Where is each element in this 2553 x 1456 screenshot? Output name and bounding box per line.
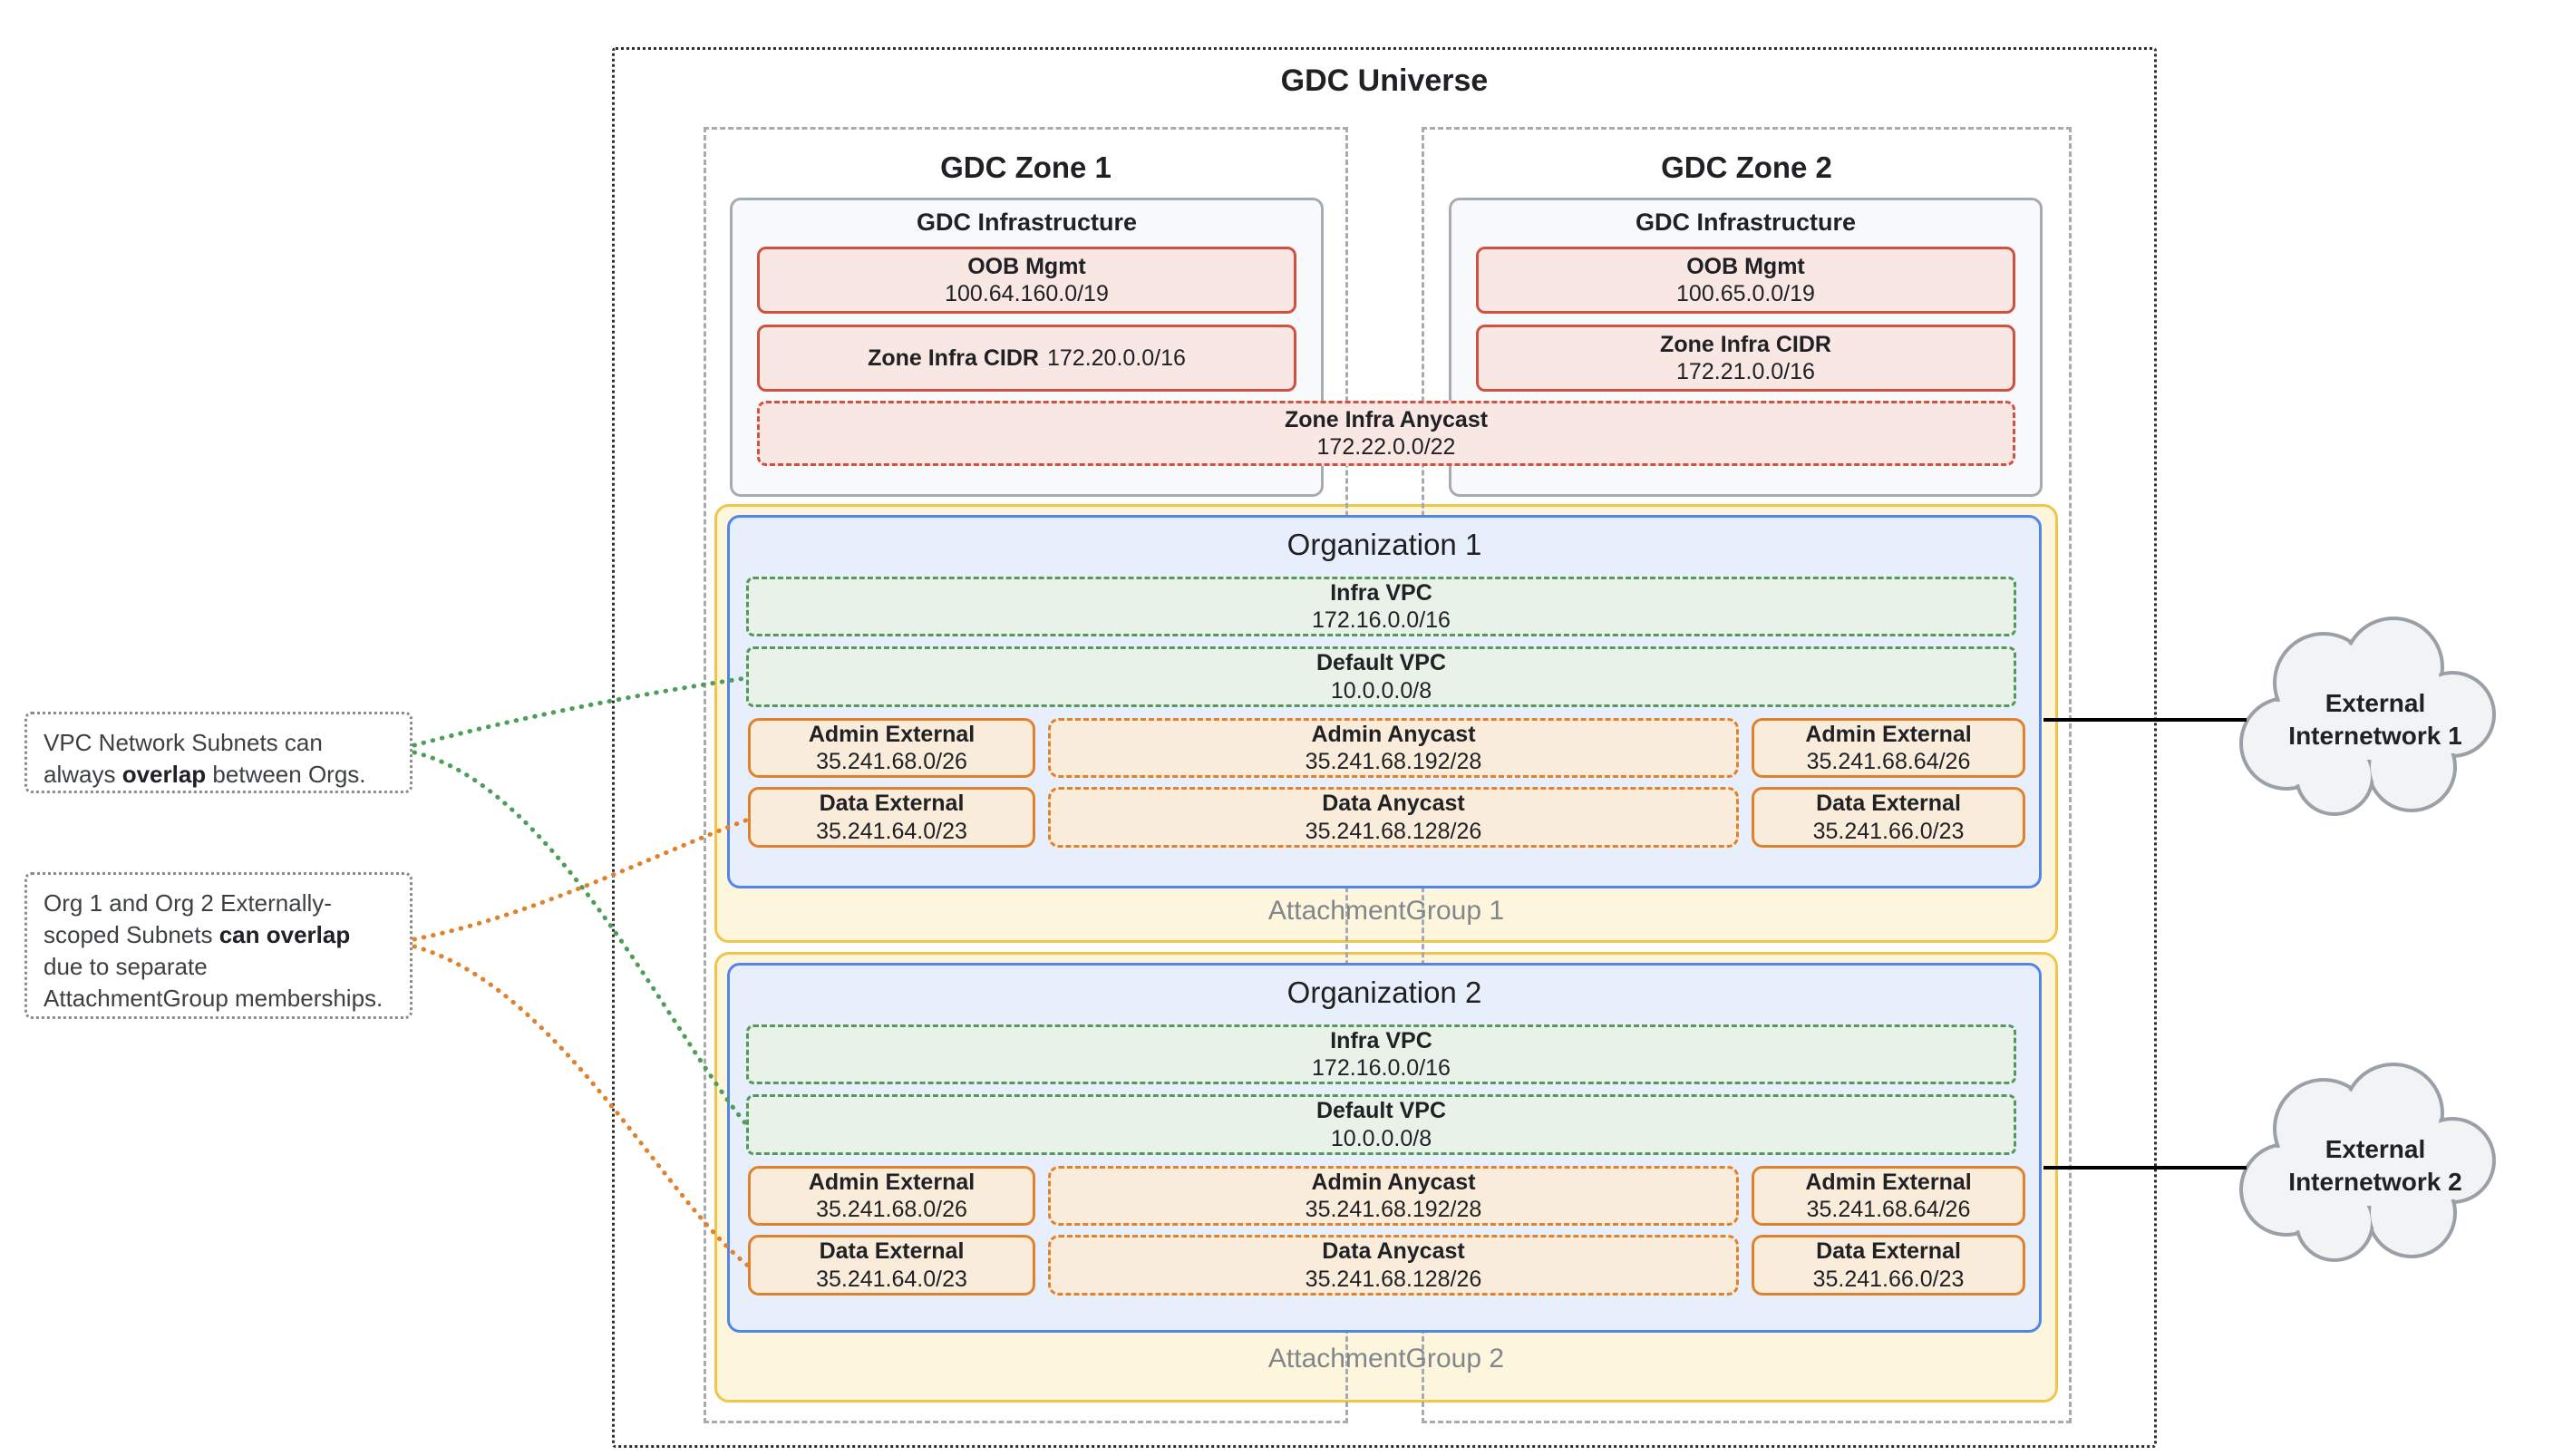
org2-default-vpc-box: Default VPC 10.0.0.0/8 [746, 1094, 2016, 1155]
org2-data-external-right-label: Data External [1816, 1238, 1961, 1264]
org1-default-vpc-label: Default VPC [1315, 650, 1447, 675]
org1-data-external-left-label: Data External [819, 791, 965, 816]
external-internetwork-1-line1: External [2325, 689, 2426, 717]
zone-infra-cidr-2-label: Zone Infra CIDR [1660, 331, 1831, 357]
org2-admin-anycast-cidr: 35.241.68.192/28 [1305, 1197, 1482, 1222]
org2-infra-vpc-label: Infra VPC [1330, 1027, 1432, 1053]
org1-data-external-right-cidr: 35.241.66.0/23 [1812, 818, 1965, 844]
org2-admin-external-right-cidr: 35.241.68.64/26 [1806, 1197, 1971, 1222]
zone-infra-anycast-cidr: 172.22.0.0/22 [1316, 434, 1456, 460]
external-internetwork-2-cloud [2221, 1052, 2511, 1278]
external-internetwork-1-cloud [2221, 606, 2511, 832]
external-internetwork-2-line2: Internetwork 2 [2288, 1168, 2462, 1197]
org1-data-external-right-box: Data External 35.241.66.0/23 [1752, 787, 2025, 848]
org2-infra-vpc-cidr: 172.16.0.0/16 [1312, 1055, 1451, 1081]
org2-data-external-left-cidr: 35.241.64.0/23 [816, 1266, 967, 1292]
gdc-infrastructure-2-title: GDC Infrastructure [1635, 209, 1857, 236]
org1-admin-external-right-label: Admin External [1805, 721, 1972, 747]
zone-infra-cidr-1-box: Zone Infra CIDR 172.20.0.0/16 [757, 325, 1296, 392]
annotation-external-overlap: Org 1 and Org 2 Externally-scoped Subnet… [24, 872, 413, 1019]
org1-admin-external-right-box: Admin External 35.241.68.64/26 [1752, 718, 2025, 778]
org1-admin-external-left-cidr: 35.241.68.0/26 [816, 749, 967, 774]
org2-data-anycast-box: Data Anycast 35.241.68.128/26 [1048, 1235, 1739, 1296]
gdc-universe-title: GDC Universe [1280, 63, 1489, 98]
attachment-group-2-label: AttachmentGroup 2 [1267, 1344, 1505, 1373]
org2-data-external-right-cidr: 35.241.66.0/23 [1812, 1266, 1965, 1292]
org2-data-external-left-label: Data External [819, 1238, 965, 1264]
zone-infra-cidr-2-value: 172.21.0.0/16 [1676, 359, 1815, 384]
org1-default-vpc-box: Default VPC 10.0.0.0/8 [746, 646, 2016, 707]
annotation-1-post: between Orgs. [206, 761, 366, 789]
org1-data-external-right-label: Data External [1816, 791, 1961, 816]
org2-admin-external-right-label: Admin External [1805, 1169, 1972, 1195]
external-internetwork-1-line2: Internetwork 1 [2288, 722, 2462, 751]
cloud-icon [2239, 1063, 2496, 1262]
org1-data-anycast-box: Data Anycast 35.241.68.128/26 [1048, 787, 1739, 848]
org1-default-vpc-cidr: 10.0.0.0/8 [1330, 677, 1432, 704]
gdc-infrastructure-1-title: GDC Infrastructure [916, 209, 1138, 236]
oob-mgmt-2-label: OOB Mgmt [1686, 253, 1805, 279]
org1-infra-vpc-box: Infra VPC 172.16.0.0/16 [746, 577, 2016, 636]
organization-1-title: Organization 1 [1286, 528, 1482, 561]
annotation-vpc-overlap: VPC Network Subnets can always overlap b… [24, 712, 413, 793]
annotation-2-pre: Org 1 and Org 2 Externally-scoped Subnet… [44, 889, 332, 949]
org2-admin-external-left-box: Admin External 35.241.68.0/26 [748, 1166, 1035, 1226]
oob-mgmt-2-box: OOB Mgmt 100.65.0.0/19 [1476, 247, 2015, 314]
org1-admin-external-left-label: Admin External [808, 721, 976, 747]
org1-admin-anycast-box: Admin Anycast 35.241.68.192/28 [1048, 718, 1739, 778]
org2-default-vpc-cidr: 10.0.0.0/8 [1330, 1125, 1432, 1151]
cloud-icon [2239, 616, 2496, 816]
gdc-zone-1-title: GDC Zone 1 [940, 150, 1111, 184]
zone-infra-cidr-2-box: Zone Infra CIDR 172.21.0.0/16 [1476, 325, 2015, 392]
zone-infra-cidr-1-label: Zone Infra CIDR [868, 345, 1039, 371]
gdc-universe-box [612, 47, 2157, 1448]
annotation-2-bold: can overlap [218, 921, 351, 949]
annotation-2-post: due to separate AttachmentGroup membersh… [44, 953, 383, 1013]
org2-default-vpc-label: Default VPC [1315, 1098, 1447, 1123]
org2-admin-external-left-cidr: 35.241.68.0/26 [816, 1197, 967, 1222]
org1-admin-anycast-cidr: 35.241.68.192/28 [1305, 749, 1482, 774]
external-internetwork-2-label: External Internetwork 2 [2248, 1133, 2502, 1199]
external-internetwork-2-line1: External [2325, 1135, 2426, 1163]
org2-infra-vpc-box: Infra VPC 172.16.0.0/16 [746, 1024, 2016, 1084]
gdc-zone-2-title: GDC Zone 2 [1661, 150, 1832, 184]
oob-mgmt-1-cidr: 100.64.160.0/19 [945, 281, 1109, 306]
org2-data-anycast-label: Data Anycast [1322, 1238, 1465, 1264]
org1-admin-external-left-box: Admin External 35.241.68.0/26 [748, 718, 1035, 778]
zone-infra-cidr-1-value: 172.20.0.0/16 [1046, 345, 1186, 371]
org1-data-external-left-cidr: 35.241.64.0/23 [816, 818, 967, 844]
org1-data-external-left-box: Data External 35.241.64.0/23 [748, 787, 1035, 848]
oob-mgmt-2-cidr: 100.65.0.0/19 [1676, 281, 1815, 306]
org2-admin-external-left-label: Admin External [808, 1169, 976, 1195]
org2-admin-external-right-box: Admin External 35.241.68.64/26 [1752, 1166, 2025, 1226]
org2-data-anycast-cidr: 35.241.68.128/26 [1305, 1266, 1482, 1292]
organization-2-title: Organization 2 [1286, 976, 1482, 1009]
oob-mgmt-1-box: OOB Mgmt 100.64.160.0/19 [757, 247, 1296, 314]
org1-infra-vpc-cidr: 172.16.0.0/16 [1312, 607, 1451, 633]
oob-mgmt-1-label: OOB Mgmt [967, 253, 1086, 279]
org2-data-external-left-box: Data External 35.241.64.0/23 [748, 1235, 1035, 1296]
org1-admin-anycast-label: Admin Anycast [1311, 721, 1476, 747]
annotation-1-pre: VPC Network Subnets can always [44, 729, 323, 789]
attachment-group-1-label: AttachmentGroup 1 [1267, 896, 1505, 926]
org1-data-anycast-label: Data Anycast [1322, 791, 1465, 816]
org2-admin-anycast-box: Admin Anycast 35.241.68.192/28 [1048, 1166, 1739, 1226]
external-internetwork-1-label: External Internetwork 1 [2248, 687, 2502, 753]
zone-infra-anycast-label: Zone Infra Anycast [1284, 406, 1489, 432]
zone-infra-anycast-box: Zone Infra Anycast 172.22.0.0/22 [757, 401, 2015, 466]
annotation-1-bold: overlap [121, 761, 207, 789]
org2-admin-anycast-label: Admin Anycast [1311, 1169, 1476, 1195]
org2-data-external-right-box: Data External 35.241.66.0/23 [1752, 1235, 2025, 1296]
org1-infra-vpc-label: Infra VPC [1330, 579, 1432, 606]
org1-data-anycast-cidr: 35.241.68.128/26 [1305, 818, 1482, 844]
org1-admin-external-right-cidr: 35.241.68.64/26 [1806, 749, 1971, 774]
